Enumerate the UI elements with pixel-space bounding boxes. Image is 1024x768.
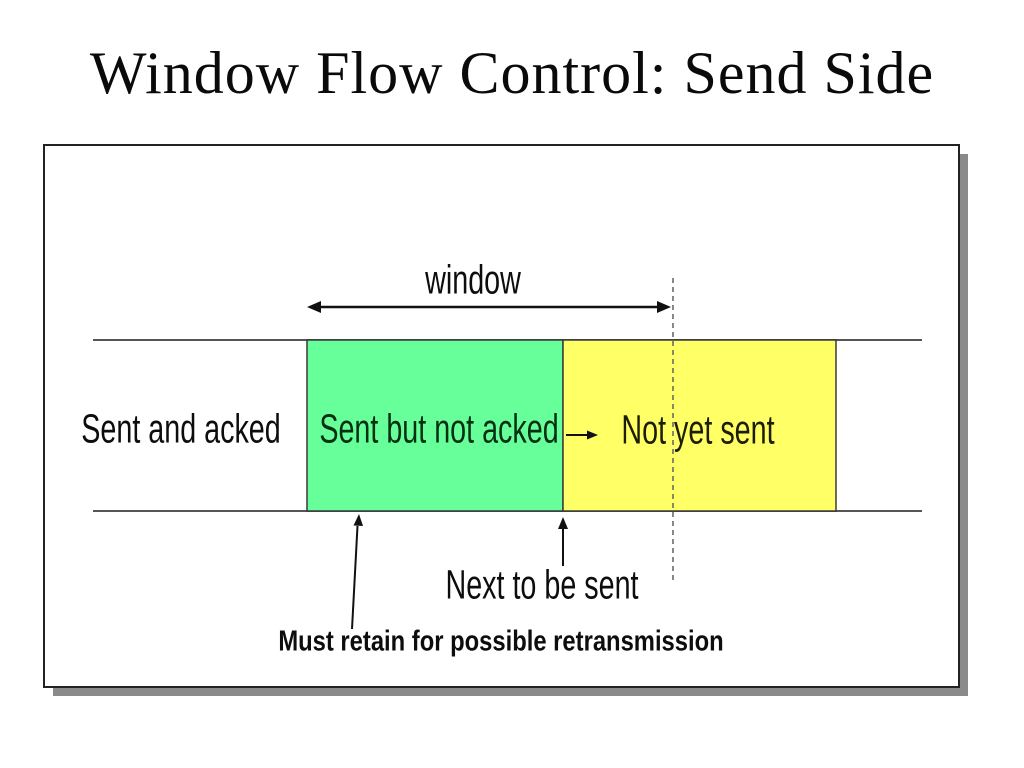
retain-arrow-head <box>353 514 363 526</box>
sent-and-acked-label: Sent and acked <box>81 405 281 452</box>
sent-not-acked-region <box>306 339 564 512</box>
next-to-be-sent-label: Next to be sent <box>445 561 639 608</box>
send-boundary-arrow <box>566 430 598 440</box>
window-label: window <box>425 256 521 303</box>
send-boundary-arrow-head <box>587 430 598 440</box>
retain-pointer-arrow <box>351 514 363 630</box>
retain-arrow-shaft <box>351 525 359 630</box>
window-span-arrow <box>307 301 671 313</box>
window-span-arrow-left-head <box>307 301 321 313</box>
sent-not-acked-label: Sent but not acked <box>319 405 559 452</box>
slide-title: Window Flow Control: Send Side <box>89 40 935 106</box>
diagram-canvas <box>93 278 922 630</box>
not-yet-sent-label: Not yet sent <box>621 406 775 453</box>
next-to-send-arrow-head <box>558 517 568 529</box>
next-to-send-pointer-arrow <box>558 517 568 566</box>
diagram-panel: window Sent and acked Sent but not acked… <box>43 144 960 688</box>
must-retain-label: Must retain for possible retransmission <box>278 625 724 658</box>
window-span-arrow-right-head <box>657 301 671 313</box>
not-yet-sent-region <box>562 339 837 512</box>
